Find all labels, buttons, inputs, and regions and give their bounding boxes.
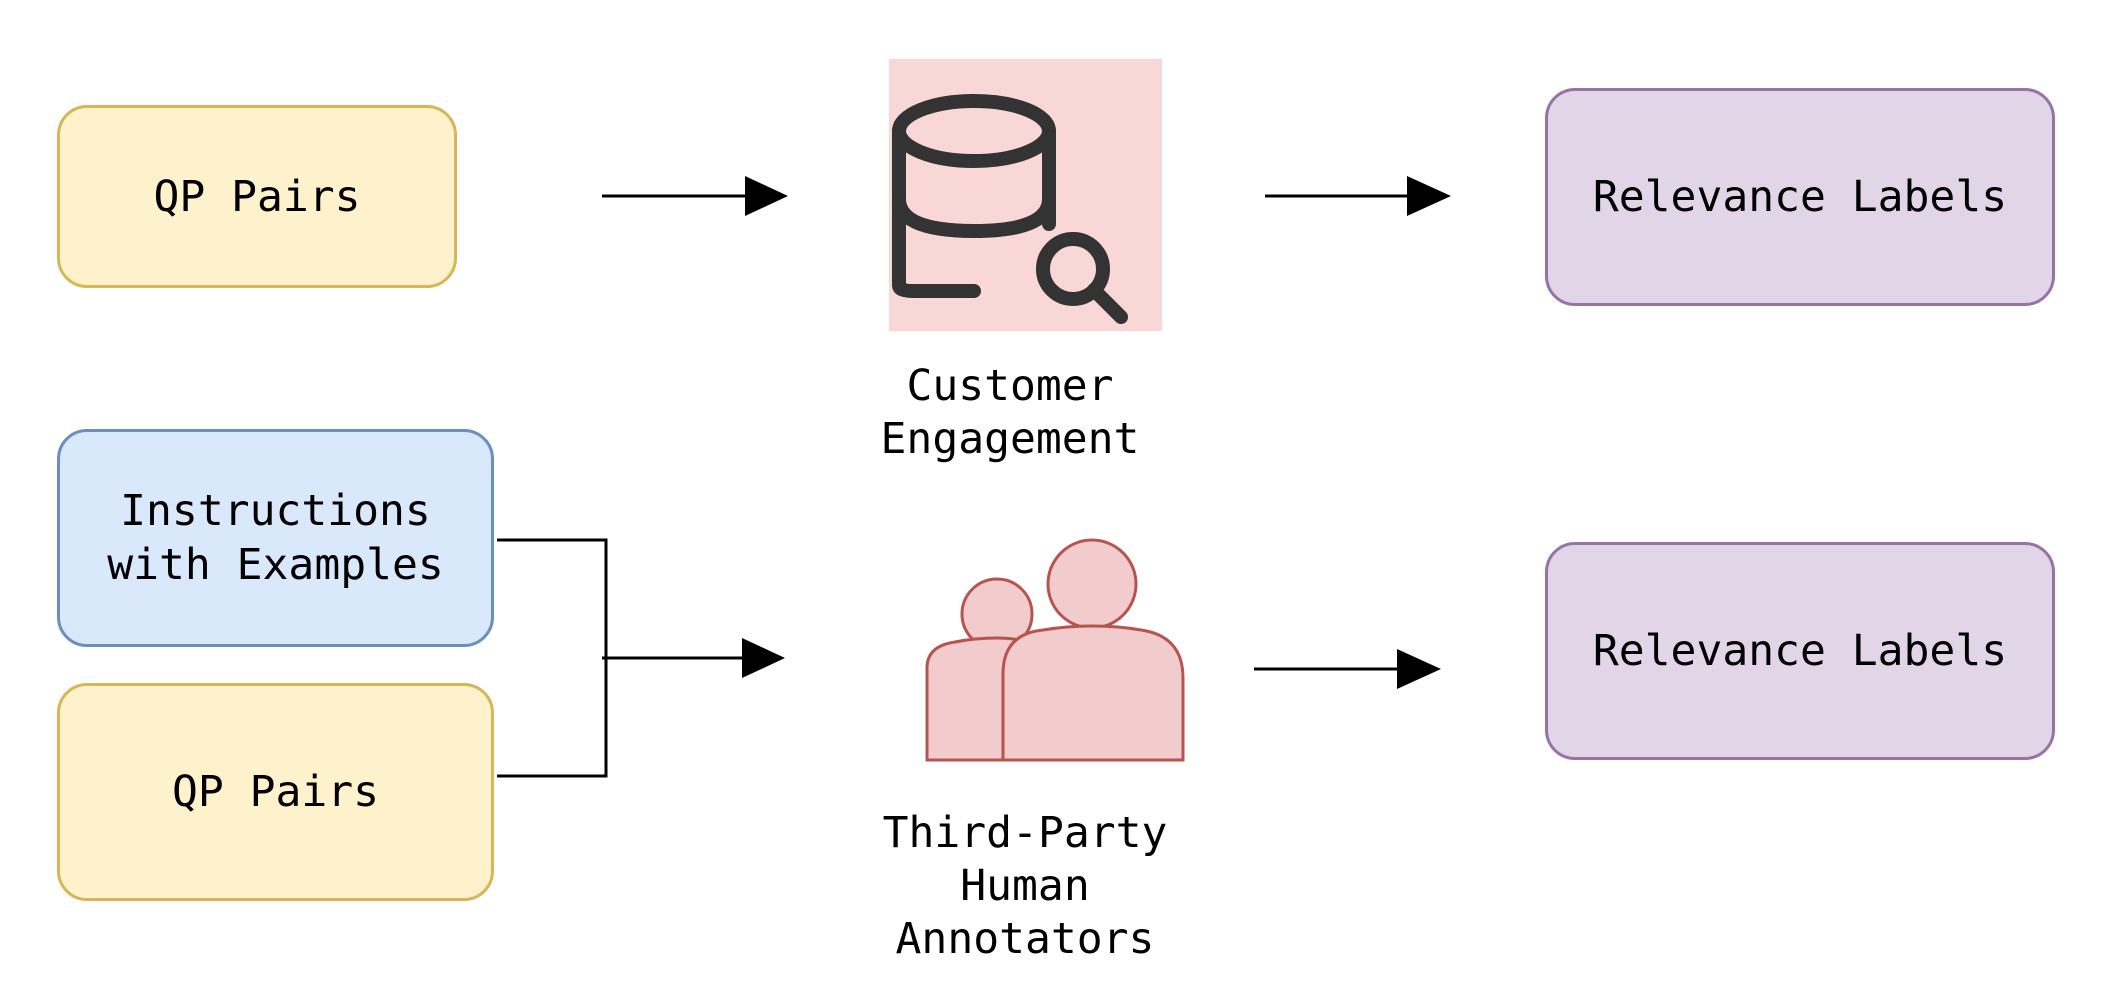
arrowhead-qp-to-engagement xyxy=(745,176,788,216)
arrowhead-annotators-to-labels xyxy=(1397,649,1441,689)
arrowhead-inputs-to-annotators xyxy=(742,638,785,678)
relevance-labels-box-bottom: Relevance Labels xyxy=(1545,542,2055,760)
qp-pairs-box-bottom: QP Pairs xyxy=(57,683,494,901)
third-party-annotators-caption: Third-Party Human Annotators xyxy=(882,808,1168,964)
customer-engagement-caption: Customer Engagement xyxy=(880,361,1140,464)
relevance-labels-box-top: Relevance Labels xyxy=(1545,88,2055,306)
instructions-box: Instructions with Examples xyxy=(57,429,494,647)
people-icon xyxy=(925,538,1187,762)
qp-pairs-box-top: QP Pairs xyxy=(57,105,457,288)
arrowhead-engagement-to-labels xyxy=(1407,176,1451,216)
database-search-icon xyxy=(889,59,1162,331)
bracket-inputs xyxy=(497,538,608,778)
